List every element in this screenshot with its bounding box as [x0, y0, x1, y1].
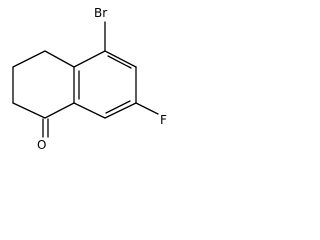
- bond-c5-c6: [104, 50, 137, 68]
- bond-c8-c8a: [73, 102, 106, 119]
- bond-c1-c9: [12, 102, 46, 119]
- aromatic-double-bond-top: [107, 55, 132, 69]
- chemical-structure: Br F O: [12, 6, 167, 152]
- bond-c7-c8: [104, 102, 137, 119]
- bond-c7-f: [135, 102, 159, 115]
- bond-c4-c3: [44, 50, 75, 68]
- aromatic-double-bond-bottom: [105, 100, 131, 114]
- bromine-label: Br: [94, 6, 107, 20]
- oxygen-label: O: [37, 138, 46, 152]
- bond-c4a-c5: [73, 50, 106, 68]
- bond-c9-c8a: [44, 102, 75, 119]
- bond-c3-c2: [12, 50, 46, 68]
- fluorine-label: F: [160, 113, 167, 127]
